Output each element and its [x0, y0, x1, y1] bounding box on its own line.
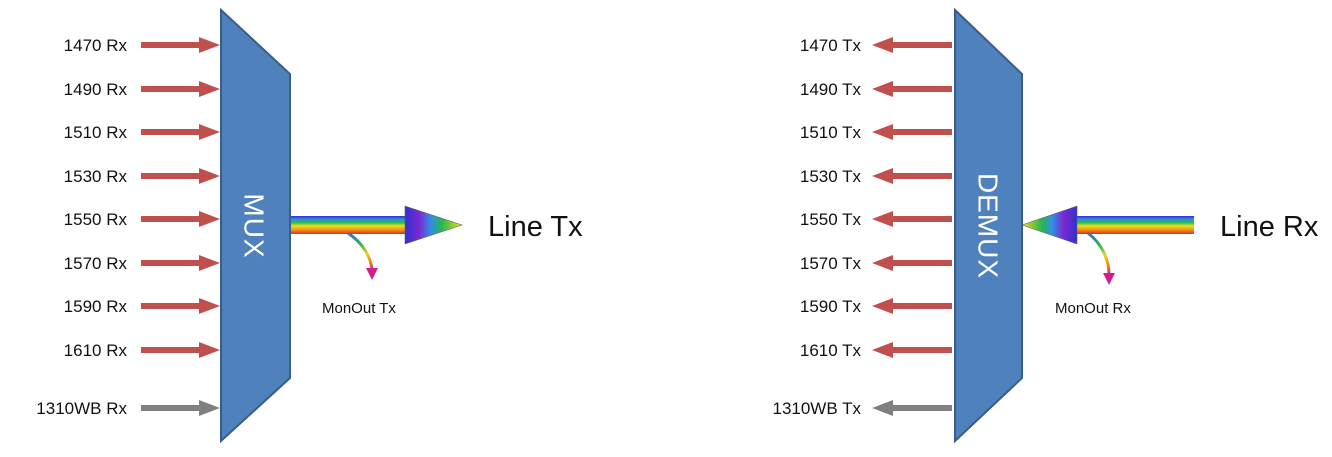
mux-monitor-label: MonOut Tx [322, 300, 396, 317]
demux-block [954, 7, 1023, 444]
mux-block [220, 7, 291, 444]
mux-channel-arrow [141, 255, 220, 271]
demux-channel-arrow [872, 400, 952, 416]
demux-channel-label: 1510 Tx [800, 123, 862, 142]
mux-channel-arrow [141, 298, 220, 314]
mux-channel-label: 1310WB Rx [36, 399, 127, 418]
demux-channel-label: 1490 Tx [800, 80, 862, 99]
demux-channel-label: 1610 Tx [800, 341, 862, 360]
demux-channel-arrow [872, 255, 952, 271]
demux-monitor-label: MonOut Rx [1055, 300, 1131, 317]
demux-channel-arrow [872, 37, 952, 53]
mux-channel-label: 1610 Rx [64, 341, 128, 360]
mux-monitor-arrow [347, 231, 374, 271]
demux-channel-label: 1570 Tx [800, 254, 862, 273]
demux-channel-arrow [872, 124, 952, 140]
mux-block-label: MUX [239, 193, 270, 258]
mux-line-tx-arrow [290, 205, 463, 245]
demux-channel-group: 1470 Tx 1490 Tx 1510 Tx 1530 Tx 1550 Tx 1570 … [772, 36, 952, 418]
mux-channel-label: 1590 Rx [64, 297, 128, 316]
mux-line-label: Line Tx [488, 211, 583, 243]
demux-line-label: Line Rx [1220, 211, 1319, 243]
mux-channel-label: 1550 Rx [64, 210, 128, 229]
demux-channel-arrow [872, 211, 952, 227]
demux-channel-label: 1470 Tx [800, 36, 862, 55]
demux-monitor-arrowhead [1103, 273, 1115, 285]
mux-monitor-arrowhead [366, 268, 378, 280]
mux-channel-arrow [141, 124, 220, 140]
demux-channel-arrow [872, 298, 952, 314]
mux-channel-arrow [141, 168, 220, 184]
demux-channel-label: 1310WB Tx [772, 399, 861, 418]
mux-channel-group: 1470 Rx 1490 Rx 1510 Rx 1530 Rx 1550 Rx 1570 … [36, 36, 220, 418]
demux-channel-label: 1590 Tx [800, 297, 862, 316]
demux-channel-label: 1530 Tx [800, 167, 862, 186]
mux-channel-arrow [141, 211, 220, 227]
mux-channel-label: 1530 Rx [64, 167, 128, 186]
demux-channel-arrow [872, 168, 952, 184]
mux-channel-arrow [141, 400, 220, 416]
mux-channel-arrow [141, 342, 220, 358]
demux-monitor-arrow [1087, 231, 1111, 275]
mux-channel-label: 1570 Rx [64, 254, 128, 273]
mux-channel-label: 1510 Rx [64, 123, 128, 142]
mux-channel-arrow [141, 81, 220, 97]
mux-channel-label: 1490 Rx [64, 80, 128, 99]
demux-channel-arrow [872, 342, 952, 358]
demux-channel-label: 1550 Tx [800, 210, 862, 229]
demux-line-rx-arrow [1021, 205, 1194, 245]
demux-channel-arrow [872, 81, 952, 97]
demux-block-label: DEMUX [973, 173, 1004, 279]
mux-channel-arrow [141, 37, 220, 53]
mux-channel-label: 1470 Rx [64, 36, 128, 55]
